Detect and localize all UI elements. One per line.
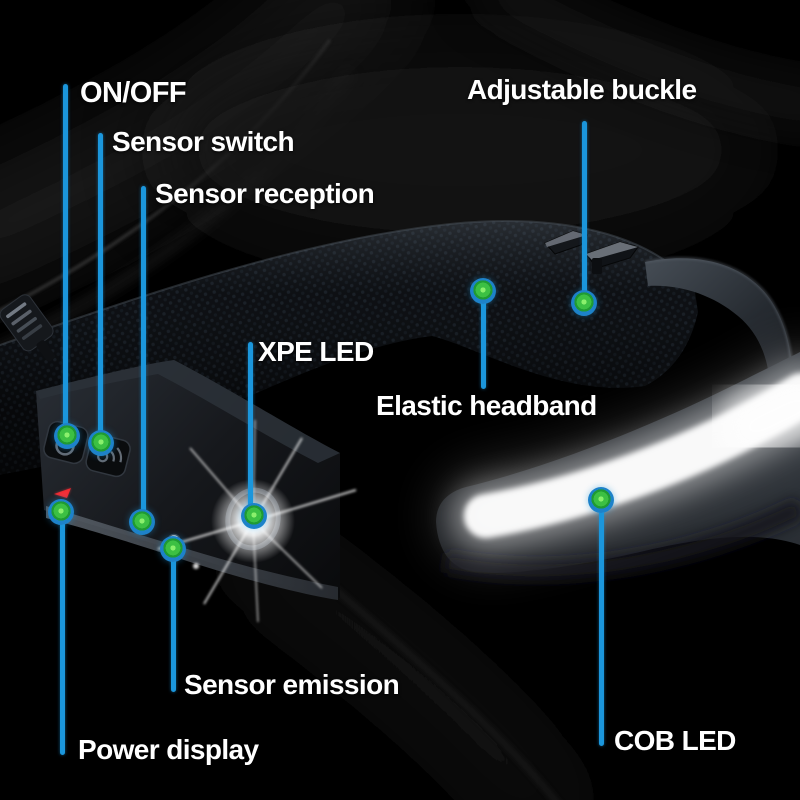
headband-left-clip (0, 294, 56, 362)
label-sensor-switch: Sensor switch (112, 126, 295, 157)
label-power-display: Power display (78, 734, 259, 765)
callout-dot-sensor-reception (129, 509, 155, 535)
callout-line-on-off (63, 84, 68, 436)
callout-dot-elastic-headband (470, 278, 496, 304)
adjustable-buckle-clips (544, 230, 639, 274)
callout-line-adjustable-buckle (582, 121, 587, 303)
callout-dot-sensor-switch (88, 430, 114, 456)
label-elastic-headband: Elastic headband (376, 390, 597, 421)
callout-line-elastic-headband (481, 291, 486, 389)
label-sensor-reception: Sensor reception (155, 178, 375, 209)
callout-line-power-display (60, 512, 65, 755)
label-on-off: ON/OFF (80, 77, 187, 109)
cob-led-strip (486, 395, 800, 516)
callout-dot-adjustable-buckle (571, 290, 597, 316)
label-xpe-led: XPE LED (258, 336, 374, 367)
label-cob-led: COB LED (614, 725, 736, 756)
callout-line-sensor-reception (141, 186, 146, 522)
callout-dot-on-off (54, 423, 80, 449)
lens-flare (157, 419, 357, 623)
callout-line-sensor-switch (98, 133, 103, 443)
callout-dot-xpe-led (241, 503, 267, 529)
label-adjustable-buckle: Adjustable buckle (467, 74, 697, 105)
callout-dot-sensor-emission (160, 536, 186, 562)
callout-line-cob-led (599, 500, 604, 746)
callout-dot-cob-led (588, 487, 614, 513)
label-sensor-emission: Sensor emission (184, 669, 400, 700)
callout-line-xpe-led (248, 342, 253, 516)
power-indicator (54, 488, 71, 498)
callout-line-sensor-emission (171, 549, 176, 692)
callout-dot-power-display (48, 499, 74, 525)
